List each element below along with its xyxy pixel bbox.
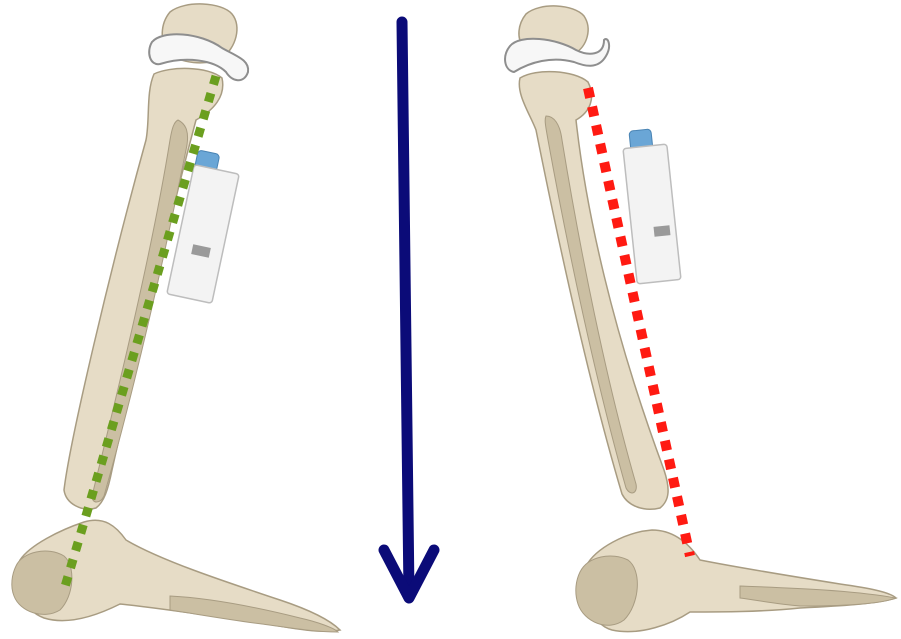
right-device-button <box>654 225 671 237</box>
arrow-shaft <box>402 22 409 594</box>
right-foot-heel <box>576 556 638 625</box>
